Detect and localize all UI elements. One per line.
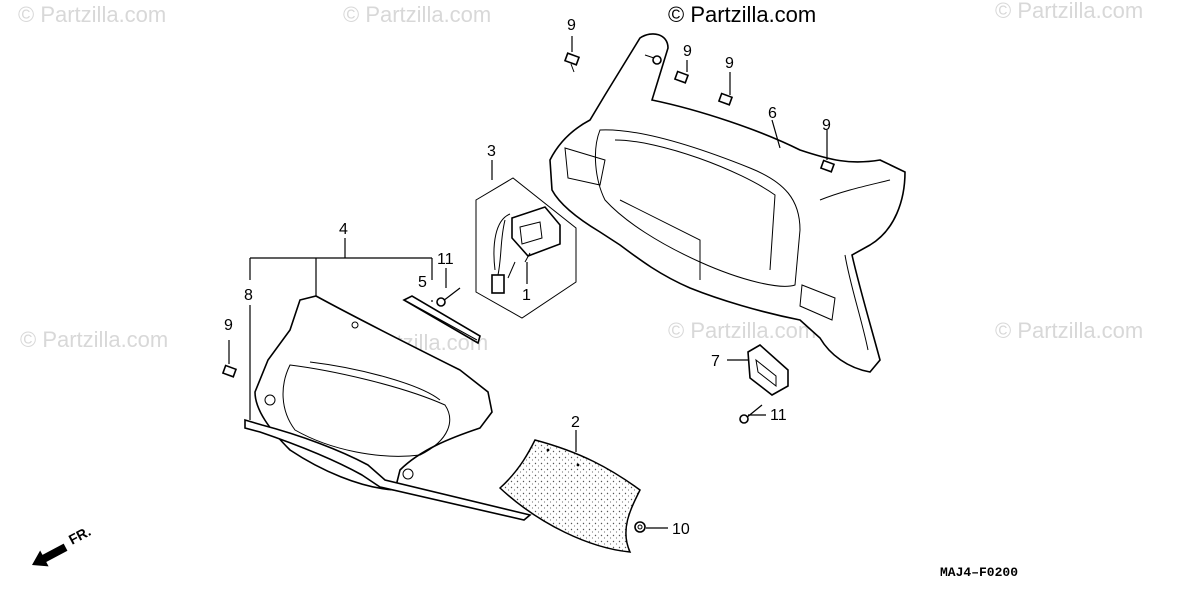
part-7-bracket: [747, 344, 789, 396]
callout-9-top: 9: [567, 17, 576, 34]
callout-11-left: 11: [437, 251, 454, 268]
callout-1: 1: [522, 287, 531, 304]
watermark-mid-left: © Partzilla.com: [20, 327, 168, 352]
part-5-seal-strip: [402, 295, 481, 345]
callout-11-right: 11: [770, 407, 787, 424]
fastener-9-b: [673, 70, 690, 84]
fastener-9-a: [563, 52, 581, 73]
screw-11-a: [436, 287, 461, 307]
front-arrow-icon: [32, 543, 68, 567]
callout-10: 10: [672, 521, 690, 538]
callout-2: 2: [571, 414, 580, 431]
watermark-top-left: © Partzilla.com: [18, 2, 166, 27]
screw-11-b: [739, 404, 763, 424]
front-label: FR.: [66, 523, 93, 548]
watermark-far-right: © Partzilla.com: [995, 318, 1143, 343]
leader-lines: [228, 36, 828, 529]
callout-7: 7: [711, 353, 720, 370]
callout-3: 3: [487, 143, 496, 160]
callout-9-upper: 9: [683, 43, 692, 60]
callout-5: 5: [418, 274, 427, 291]
callout-9-left: 9: [224, 317, 233, 334]
nut-10: [634, 521, 646, 533]
diagram-code: MAJ4–F0200: [940, 565, 1018, 580]
watermark-top-right: © Partzilla.com: [995, 0, 1143, 23]
callout-9-right: 9: [822, 117, 831, 134]
watermark-top-center: © Partzilla.com: [343, 2, 491, 27]
part-6-upper-cover: [549, 33, 906, 373]
part-2-mat: [498, 439, 641, 553]
fastener-9-d: [819, 159, 836, 173]
part-8-lower-seal: [244, 418, 532, 521]
watermark-main: © Partzilla.com: [668, 2, 816, 27]
callout-8: 8: [244, 287, 253, 304]
part-3-switch-assembly: [475, 177, 577, 319]
fastener-9-e: [221, 364, 238, 378]
callout-6: 6: [768, 105, 777, 122]
callout-4: 4: [339, 221, 348, 238]
callout-9-upper-right: 9: [725, 55, 734, 72]
fastener-9-c: [717, 92, 734, 106]
watermark-mid-right: © Partzilla.com: [668, 318, 816, 343]
